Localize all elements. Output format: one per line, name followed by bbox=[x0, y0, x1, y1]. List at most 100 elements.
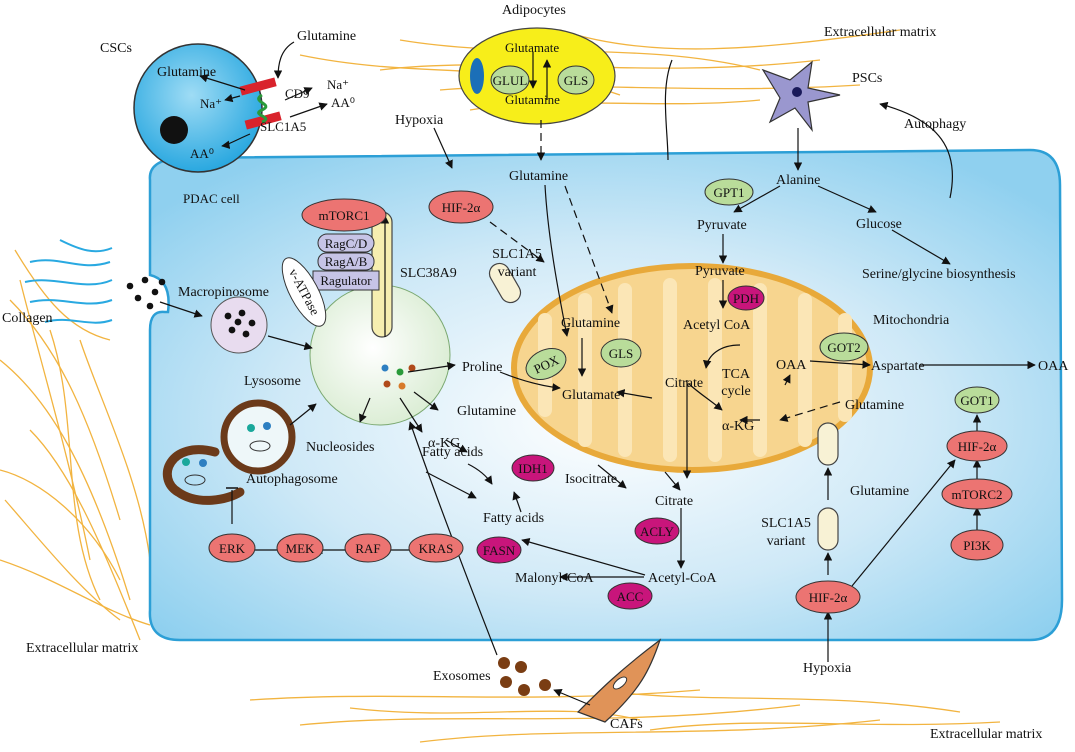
label-malonyl-coa: Malonyl-CoA bbox=[515, 571, 594, 586]
label-ecm-top: Extracellular matrix bbox=[824, 25, 936, 40]
v-atpase bbox=[281, 257, 327, 327]
label-exosomes: Exosomes bbox=[433, 669, 491, 684]
label-slc1a5-variant-bottom: SLC1A5 variant bbox=[761, 516, 811, 549]
label-collagen: Collagen bbox=[2, 311, 53, 326]
exosomes bbox=[498, 657, 551, 696]
enzyme-got1 bbox=[954, 386, 1000, 414]
enzyme-acly bbox=[634, 517, 680, 545]
rag-cd-box bbox=[317, 233, 375, 253]
autophagosome-cargo bbox=[263, 422, 271, 430]
label-slc1a5-variant-top-line: SLC1A5 bbox=[492, 247, 542, 262]
label-mek: MEK bbox=[286, 541, 316, 556]
macropinosome-contents bbox=[224, 309, 256, 338]
protein-nodes bbox=[208, 178, 1013, 614]
label-tca-cycle-line: cycle bbox=[721, 384, 751, 399]
slc1a5-variant-right-bottom bbox=[817, 507, 839, 551]
autophagosome-cargo bbox=[247, 424, 255, 432]
label-aspartate: Aspartate bbox=[871, 359, 925, 374]
pathway-arrows bbox=[159, 41, 1036, 706]
label-pdac-cell: PDAC cell bbox=[183, 191, 240, 206]
lysosome-contents bbox=[381, 364, 416, 390]
label-akg-mito: α-KG bbox=[722, 419, 754, 434]
adipocyte-cell bbox=[458, 27, 616, 125]
label-adipocytes: Adipocytes bbox=[502, 3, 566, 18]
label-cscs: CSCs bbox=[100, 41, 132, 56]
label-oaa-mito: OAA bbox=[776, 358, 807, 373]
phagophore-cargo bbox=[184, 474, 206, 486]
label-slc1a5-variant-bottom-line: variant bbox=[767, 534, 806, 549]
rag-ab-box bbox=[317, 252, 375, 271]
label-mtorc2: mTORC2 bbox=[951, 487, 1002, 502]
label-pscs: PSCs bbox=[852, 71, 882, 86]
text-labels: Adipocytes Extracellular matrix Extracel… bbox=[2, 3, 1069, 742]
enzyme-erk bbox=[208, 533, 256, 563]
label-acc: ACC bbox=[617, 589, 644, 604]
enzyme-acc bbox=[607, 582, 653, 610]
label-aa0-in: AA⁰ bbox=[190, 146, 214, 161]
label-hypoxia-top: Hypoxia bbox=[395, 113, 444, 128]
enzyme-mek bbox=[276, 533, 324, 563]
slc1a5-variant-right-top bbox=[817, 422, 839, 466]
label-got1: GOT1 bbox=[960, 393, 993, 408]
label-acetyl-coa-mito: Acetyl CoA bbox=[683, 318, 751, 333]
enzyme-fasn bbox=[476, 536, 522, 564]
caf-nucleus bbox=[612, 676, 628, 690]
label-ecm-bottom: Extracellular matrix bbox=[930, 727, 1042, 742]
label-glutamine-right-mito: Glutamine bbox=[845, 398, 904, 413]
label-pyruvate-cyt: Pyruvate bbox=[697, 218, 747, 233]
label-serine-glycine: Serine/glycine biosynthesis bbox=[862, 267, 1016, 282]
label-isocitrate: Isocitrate bbox=[565, 472, 617, 487]
label-autophagy: Autophagy bbox=[904, 117, 966, 132]
label-glutamine-right: Glutamine bbox=[850, 484, 909, 499]
phagophore bbox=[162, 445, 245, 505]
cd9-transporter-top bbox=[239, 77, 277, 96]
enzyme-pdh bbox=[727, 285, 765, 311]
phagophore-cargo bbox=[182, 458, 190, 466]
label-gls-mito: GLS bbox=[609, 346, 634, 361]
enzyme-pi3k bbox=[950, 529, 1004, 561]
label-aa0-out: AA⁰ bbox=[331, 95, 355, 110]
label-lysosome: Lysosome bbox=[244, 374, 301, 389]
label-gls-adipo: GLS bbox=[564, 73, 589, 88]
label-cd9: CD9 bbox=[285, 86, 310, 101]
enzyme-got2 bbox=[819, 332, 869, 362]
label-na-out: Na⁺ bbox=[327, 77, 349, 92]
label-fasn: FASN bbox=[483, 543, 516, 558]
label-akg-cyt: α-KG bbox=[428, 436, 460, 451]
psc-nucleus bbox=[792, 87, 802, 97]
label-slc1a5-csc: SLC1A5 bbox=[260, 119, 306, 134]
phagophore-cargo bbox=[199, 459, 207, 467]
mitochondria-outer bbox=[511, 263, 873, 473]
label-gpt1: GPT1 bbox=[713, 185, 744, 200]
label-glutamine-in-csc: Glutamine bbox=[157, 65, 216, 80]
label-hypoxia-bottom: Hypoxia bbox=[803, 661, 852, 676]
label-acly: ACLY bbox=[640, 524, 675, 539]
enzyme-gls-adipo bbox=[557, 65, 595, 95]
label-adipo-glutamate: Glutamate bbox=[505, 40, 559, 55]
label-fatty-acids-2: Fatty acids bbox=[483, 511, 544, 526]
label-proline: Proline bbox=[462, 360, 502, 375]
label-na-in: Na⁺ bbox=[200, 96, 222, 111]
label-adipo-glutamine: Glutamine bbox=[505, 92, 560, 107]
label-citrate-mito: Citrate bbox=[665, 376, 703, 391]
slc1a5-variant-mito bbox=[488, 262, 522, 304]
label-autophagosome: Autophagosome bbox=[246, 472, 338, 487]
label-ragulator: Ragulator bbox=[320, 273, 372, 288]
label-glutamine-cyt: Glutamine bbox=[457, 404, 516, 419]
label-hif2a-top: HIF-2α bbox=[442, 200, 481, 215]
enzyme-hif2a-bottom bbox=[795, 580, 861, 614]
autophagosome bbox=[220, 399, 296, 475]
label-mitochondria: Mitochondria bbox=[873, 313, 950, 328]
label-ragcd: RagC/D bbox=[325, 236, 368, 251]
macropinocytosis-particles bbox=[126, 276, 166, 310]
csc-nucleus bbox=[160, 116, 188, 144]
label-glutamine-outside-csc: Glutamine bbox=[297, 29, 356, 44]
label-slc1a5-variant-bottom-line: SLC1A5 bbox=[761, 516, 811, 531]
label-acetyl-coa-cyt: Acetyl-CoA bbox=[648, 571, 717, 586]
label-fatty-acids-1: Fatty acids bbox=[422, 445, 483, 460]
label-glul: GLUL bbox=[493, 73, 528, 88]
label-pdh: PDH bbox=[733, 291, 759, 306]
label-mtorc1: mTORC1 bbox=[318, 208, 369, 223]
